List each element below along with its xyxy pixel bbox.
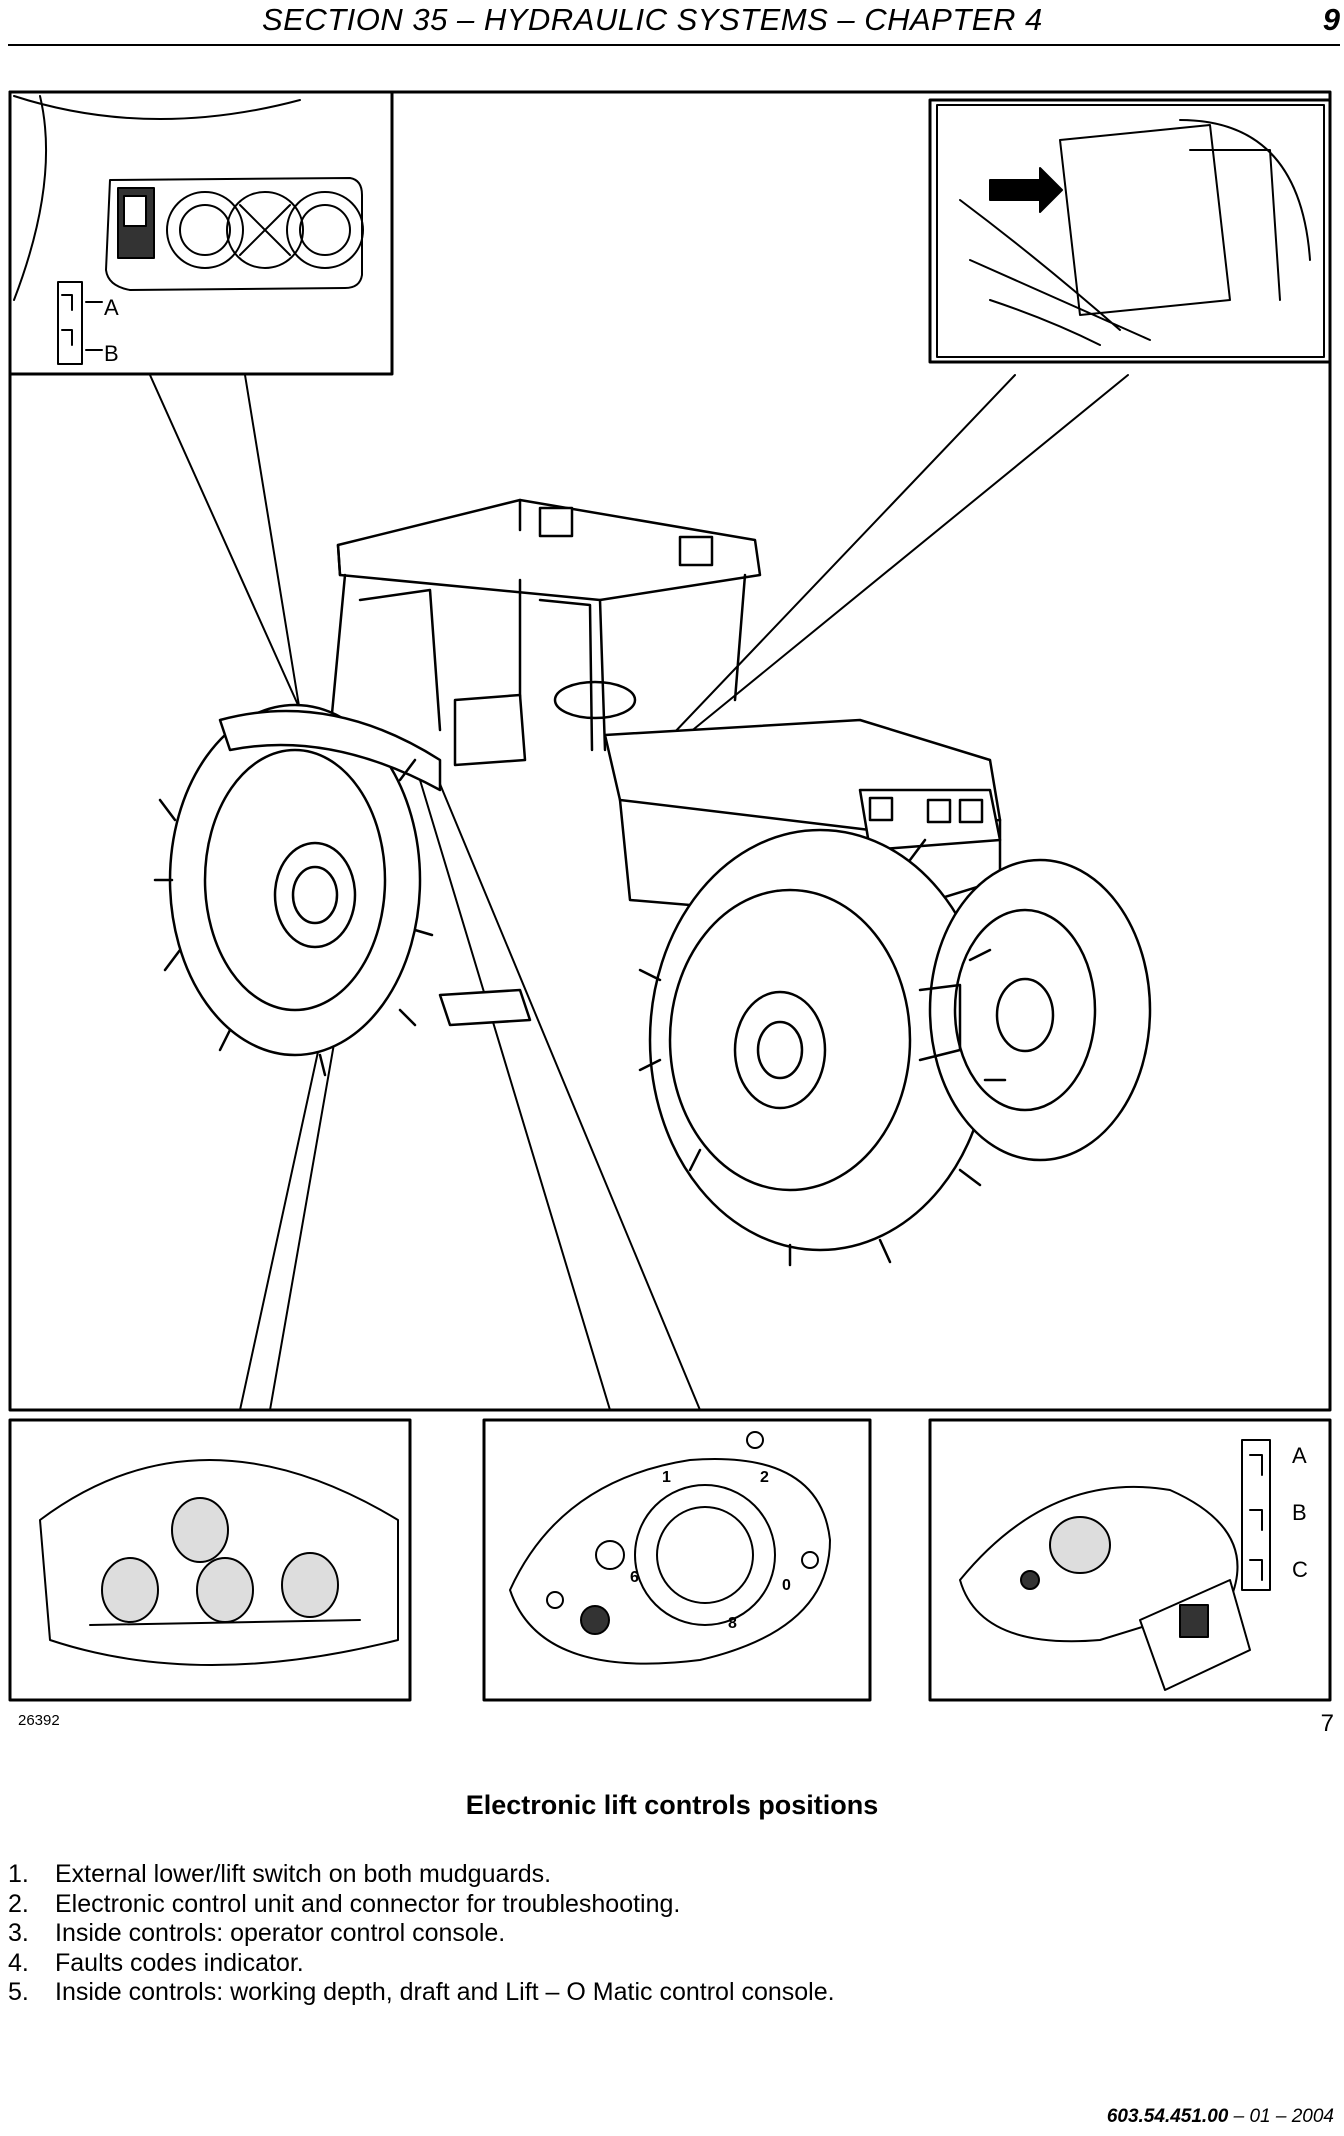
dial-mark-1: 1 — [662, 1469, 671, 1486]
dial-mark-6: 6 — [630, 1569, 639, 1586]
dial-mark-8: 8 — [728, 1615, 737, 1632]
tractor-body — [153, 498, 1152, 1267]
figure-index: 7 — [1320, 1710, 1334, 1737]
section-title: SECTION 35 – HYDRAULIC SYSTEMS – CHAPTER… — [262, 2, 1043, 37]
figure-caption: Electronic lift controls positions — [465, 1790, 879, 1820]
item-text: Electronic control unit and connector fo… — [55, 1889, 681, 1918]
knob-group — [101, 1497, 339, 1623]
main-frame — [8, 90, 1332, 1412]
callout-switch-b: B — [104, 341, 119, 366]
document-revision: – 01 – 2004 — [1228, 2106, 1334, 2127]
inset-fault-codes — [482, 1418, 872, 1702]
item-text: External lower/lift switch on both mudgu… — [55, 1860, 552, 1888]
legend-list: 1. External lower/lift switch on both mud… — [8, 1860, 835, 2008]
inset-control-unit — [928, 98, 1332, 364]
document-code: 603.54.451.00 — [1106, 2106, 1229, 2127]
figure-image-number: 26392 — [18, 1712, 60, 1729]
item-number: 4. — [8, 1948, 29, 1977]
item-number: 2. — [8, 1889, 29, 1918]
inset-lift-console — [928, 1418, 1332, 1702]
inset-operator-console — [8, 1418, 412, 1702]
list-item: 5. Inside controls: working depth, draft … — [8, 1978, 835, 2008]
item-text: Inside controls: working depth, draft an… — [55, 1978, 835, 2006]
page-header: SECTION 35 – HYDRAULIC SYSTEMS – CHAPTER… — [0, 0, 1344, 48]
dial-mark-2: 2 — [760, 1469, 769, 1486]
callout-switch-a: A — [104, 295, 119, 320]
item-number: 1. — [8, 1860, 29, 1888]
page-footer: 603.54.451.00 – 01 – 2004 — [1107, 2106, 1334, 2128]
list-item: 4. Faults codes indicator. — [8, 1949, 835, 1979]
leader-lines — [149, 374, 1129, 1411]
list-item: 2. Electronic control unit and connector … — [8, 1890, 835, 1920]
header-rule — [8, 44, 1340, 46]
list-item: 3. Inside controls: operator control cons… — [8, 1919, 835, 1949]
tractor-figure: A B A B C 1 2 0 6 8 — [8, 90, 1332, 1702]
list-item: 1. External lower/lift switch on both mud… — [8, 1860, 835, 1890]
item-number: 3. — [8, 1919, 29, 1947]
callout-console-b: B — [1292, 1500, 1307, 1525]
callout-console-a: A — [1292, 1443, 1307, 1468]
callout-console-c: C — [1292, 1557, 1308, 1582]
dial-mark-0: 0 — [782, 1577, 791, 1594]
page-number: 9 — [1322, 2, 1340, 37]
inset-mudguard-switch — [8, 90, 394, 376]
item-number: 5. — [8, 1978, 29, 2006]
item-text: Inside controls: operator control consol… — [55, 1919, 506, 1947]
item-text: Faults codes indicator. — [55, 1948, 304, 1977]
